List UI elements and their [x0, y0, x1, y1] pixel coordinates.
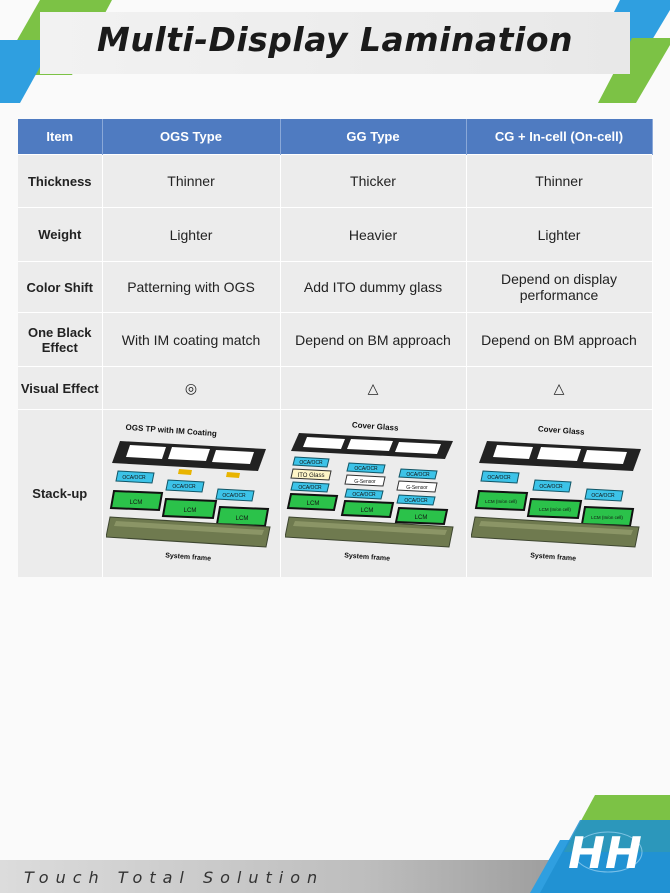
- row-label: Visual Effect: [18, 366, 103, 410]
- lcm-module: [109, 490, 164, 512]
- header-gg: GG Type: [280, 119, 467, 155]
- table-cell: Patterning with OGS: [102, 261, 281, 313]
- oca-label: OCA/OCR: [299, 460, 323, 466]
- frame-label: System frame: [530, 553, 576, 563]
- row-label: Thickness: [18, 154, 103, 208]
- stack-top-label: Cover Glass: [352, 421, 400, 433]
- comparison-table: Item OGS Type GG Type CG + In-cell (On-c…: [18, 119, 653, 577]
- visual-effect-symbol: △: [466, 366, 653, 410]
- table-header-row: Item OGS Type GG Type CG + In-cell (On-c…: [18, 119, 653, 155]
- table-cell: Heavier: [280, 207, 467, 262]
- table-row: Thickness Thinner Thicker Thinner: [18, 154, 653, 208]
- oca-label: OCA/OCR: [222, 493, 246, 499]
- table-row: Stack-up OGS TP with IM Coating OCA/OCR …: [18, 409, 653, 577]
- table-cell: Thinner: [102, 154, 281, 208]
- ito-glass: [290, 468, 332, 481]
- oca-layer: [346, 462, 386, 474]
- table-cell: Lighter: [102, 207, 281, 262]
- oca-label: OCA/OCR: [487, 475, 511, 481]
- oca-label: OCA/OCR: [539, 484, 563, 490]
- oca-layer: [290, 481, 330, 493]
- oca-layer: [344, 488, 384, 500]
- frame-label: System frame: [344, 553, 390, 563]
- lcm-label: LCM: [184, 508, 197, 514]
- table-cell: Depend on display performance: [466, 261, 653, 313]
- table-cell: With IM coating match: [102, 312, 281, 367]
- oca-layer: [292, 456, 330, 468]
- table-cell: Thicker: [280, 154, 467, 208]
- frame-label: System frame: [165, 553, 211, 563]
- lcm-label: LCM: [130, 500, 143, 506]
- oca-label: OCA/OCR: [591, 493, 615, 499]
- g-sensor-label: G-Sensor: [354, 479, 376, 485]
- row-label: Stack-up: [18, 409, 103, 577]
- table-cell: Lighter: [466, 207, 653, 262]
- g-sensor-label: G-Sensor: [406, 485, 428, 491]
- table-row: Color Shift Patterning with OGS Add ITO …: [18, 261, 653, 313]
- company-logo: HH: [568, 828, 643, 879]
- stackup-diagram-ogs: OGS TP with IM Coating OCA/OCR OCA/OCR O…: [106, 423, 271, 563]
- oca-layer: [584, 488, 624, 502]
- ito-glass-label: ITO Glass: [298, 473, 325, 479]
- header-cg-incell: CG + In-cell (On-cell): [466, 119, 653, 155]
- lcm-label: LCM (In/on cell): [591, 515, 623, 520]
- visual-effect-symbol: △: [280, 366, 467, 410]
- row-label: One Black Effect: [18, 312, 103, 367]
- footer-tagline: Touch Total Solution: [24, 868, 325, 887]
- oca-layer: [532, 479, 572, 493]
- oca-label: OCA/OCR: [298, 485, 322, 491]
- row-label: Weight: [18, 207, 103, 262]
- g-sensor: [344, 474, 386, 487]
- table-row: Weight Lighter Heavier Lighter: [18, 207, 653, 262]
- visual-effect-symbol: ◎: [102, 366, 281, 410]
- lcm-label: LCM: [236, 516, 249, 522]
- stack-top-label: OGS TP with IM Coating: [125, 423, 217, 438]
- oca-layer: [215, 488, 255, 502]
- lcm-label: LCM (In/on cell): [539, 507, 571, 512]
- lcm-module: [161, 498, 218, 520]
- oca-label: OCA/OCR: [352, 492, 376, 498]
- stackup-cell-ogs: OGS TP with IM Coating OCA/OCR OCA/OCR O…: [102, 409, 281, 577]
- lcm-label: LCM: [307, 501, 320, 507]
- table-cell: Depend on BM approach: [280, 312, 467, 367]
- stack-top-label: Cover Glass: [538, 425, 586, 437]
- logo-letters: HH: [568, 828, 642, 879]
- oca-layer: [115, 470, 155, 484]
- table-row: Visual Effect ◎ △ △: [18, 366, 653, 410]
- lcm-module: [340, 500, 395, 519]
- header-item: Item: [18, 119, 103, 155]
- lcm-label: LCM: [361, 508, 374, 514]
- lcm-module: [394, 507, 449, 526]
- table-row: One Black Effect With IM coating match D…: [18, 312, 653, 367]
- oca-label: OCA/OCR: [122, 475, 146, 481]
- page-title: Multi-Display Lamination: [97, 20, 573, 59]
- lcm-module: [215, 506, 270, 528]
- lcm-module: [526, 498, 583, 520]
- oca-label: OCA/OCR: [172, 484, 196, 490]
- stackup-cell-gg: Cover Glass OCA/OCR OCA/OCR OCA/OCR ITO …: [280, 409, 467, 577]
- oca-label: OCA/OCR: [404, 498, 428, 504]
- title-band: [40, 12, 630, 74]
- table-cell: Thinner: [466, 154, 653, 208]
- oca-layer: [165, 479, 205, 493]
- bottom-right-accent: [530, 795, 670, 893]
- header-ogs: OGS Type: [102, 119, 281, 155]
- oca-layer: [480, 470, 520, 484]
- lcm-module: [286, 493, 339, 512]
- oca-label: OCA/OCR: [354, 466, 378, 472]
- table-cell: Add ITO dummy glass: [280, 261, 467, 313]
- stackup-diagram-gg: Cover Glass OCA/OCR OCA/OCR OCA/OCR ITO …: [285, 421, 454, 563]
- row-label: Color Shift: [18, 261, 103, 313]
- oca-layer: [396, 494, 436, 506]
- g-sensor: [396, 480, 438, 493]
- lcm-label: LCM: [415, 515, 428, 521]
- lcm-module: [474, 490, 529, 512]
- oca-layer: [398, 468, 438, 480]
- oca-label: OCA/OCR: [406, 472, 430, 478]
- stackup-diagram-cg-incell: Cover Glass OCA/OCR OCA/OCR OCA/OCR LCM …: [471, 425, 641, 563]
- stackup-cell-cg-incell: Cover Glass OCA/OCR OCA/OCR OCA/OCR LCM …: [466, 409, 653, 577]
- table-cell: Depend on BM approach: [466, 312, 653, 367]
- lcm-label: LCM (In/on cell): [485, 499, 517, 504]
